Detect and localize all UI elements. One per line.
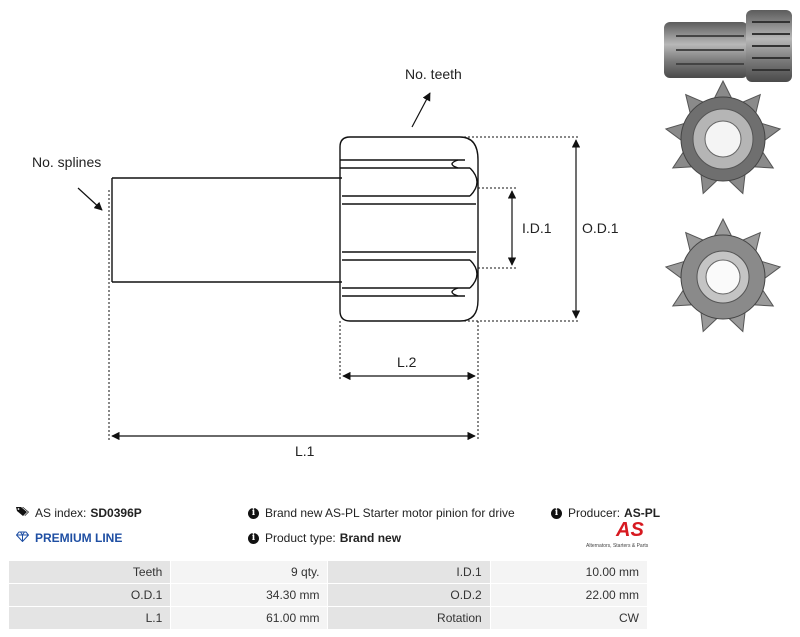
- logo-subtitle: Alternators, Starters & Parts: [586, 543, 649, 549]
- info-icon: i: [248, 532, 259, 544]
- label-splines: No. splines: [32, 154, 101, 170]
- spec-label: O.D.1: [7, 583, 172, 607]
- as-index: AS index: SD0396P: [16, 506, 142, 520]
- gear-head-outline: [339, 136, 479, 322]
- product-photo-gear-front: [664, 80, 782, 195]
- table-row: Teeth 9 qty. I.D.1 10.00 mm: [7, 560, 649, 584]
- extension-lines: [108, 136, 580, 440]
- shaft-outline: [108, 177, 342, 283]
- spec-value: CW: [489, 606, 649, 630]
- tag-icon: [16, 506, 29, 520]
- spec-value: 10.00 mm: [489, 560, 649, 584]
- producer: i Producer: AS-PL: [551, 506, 660, 520]
- spec-label: L.1: [7, 606, 172, 630]
- spec-value: 9 qty.: [170, 560, 329, 584]
- label-teeth: No. teeth: [405, 66, 462, 82]
- specs-table: Teeth 9 qty. I.D.1 10.00 mm O.D.1 34.30 …: [7, 560, 649, 630]
- label-l1: L.1: [295, 443, 315, 459]
- spec-value: 61.00 mm: [170, 606, 329, 630]
- spec-label: O.D.2: [327, 583, 491, 607]
- label-l2: L.2: [397, 354, 417, 370]
- as-index-value: SD0396P: [90, 506, 142, 520]
- info-icon: i: [551, 507, 562, 519]
- product-type-label: Product type:: [265, 531, 336, 545]
- logo-mark: AS: [616, 519, 644, 541]
- spec-label: I.D.1: [327, 560, 491, 584]
- label-id1: I.D.1: [522, 220, 552, 236]
- product-photo-gear-back: [664, 218, 782, 333]
- dimension-arrows: [77, 92, 581, 441]
- product-type: i Product type: Brand new: [248, 531, 401, 545]
- description-text: Brand new AS-PL Starter motor pinion for…: [265, 506, 515, 520]
- spec-value: 34.30 mm: [170, 583, 329, 607]
- premium-line-label: PREMIUM LINE: [35, 531, 123, 545]
- producer-value: AS-PL: [624, 506, 661, 520]
- product-photo-side: [664, 10, 792, 82]
- label-od1: O.D.1: [582, 220, 619, 236]
- as-pl-logo: AS Alternators, Starters & Parts: [586, 519, 656, 553]
- producer-label: Producer:: [568, 506, 621, 520]
- table-row: O.D.1 34.30 mm O.D.2 22.00 mm: [7, 583, 649, 607]
- diamond-icon: [15, 531, 30, 545]
- premium-line: PREMIUM LINE: [15, 531, 123, 545]
- spec-label: Teeth: [7, 560, 172, 584]
- product-info: AS index: SD0396P PREMIUM LINE i Brand n…: [0, 500, 800, 560]
- product-type-value: Brand new: [339, 531, 402, 545]
- as-index-label: AS index:: [35, 506, 87, 520]
- description: i Brand new AS-PL Starter motor pinion f…: [248, 506, 515, 520]
- info-icon: i: [248, 507, 259, 519]
- spec-label: Rotation: [327, 606, 491, 630]
- technical-drawing: No. splines No. teeth I.D.1 O.D.1 L.2 L.…: [32, 66, 619, 459]
- table-row: L.1 61.00 mm Rotation CW: [7, 606, 649, 630]
- spec-value: 22.00 mm: [489, 583, 649, 607]
